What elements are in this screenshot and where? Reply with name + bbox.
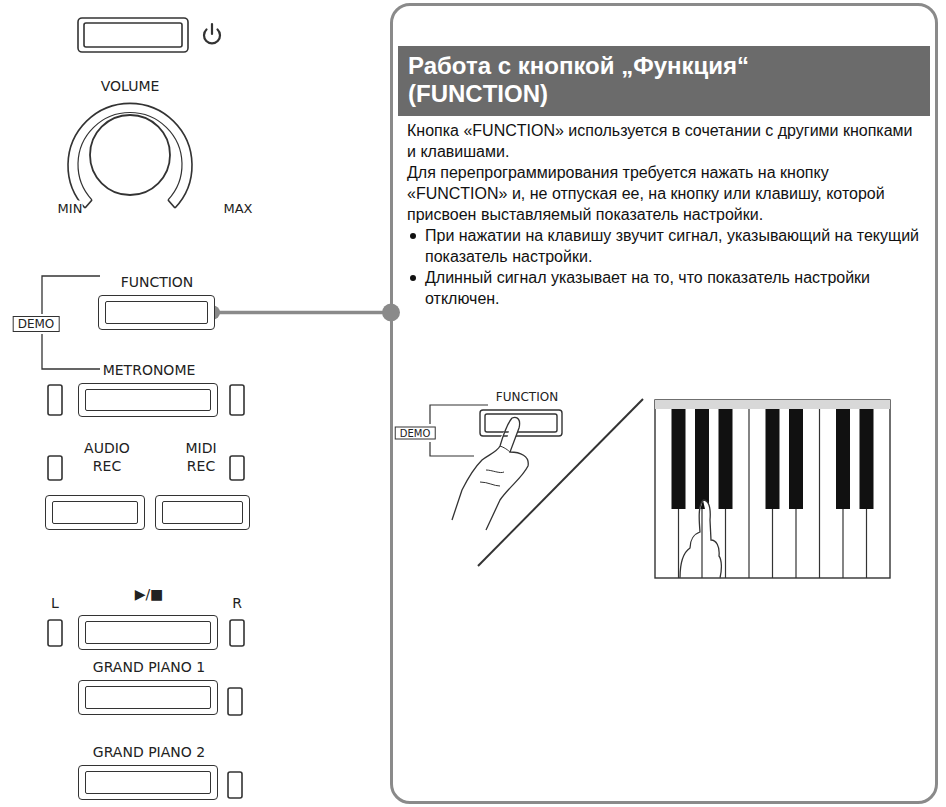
hand-fingers bbox=[480, 446, 510, 486]
volume-scale-outer bbox=[68, 103, 192, 208]
button-inner-outline bbox=[105, 301, 208, 324]
function-button bbox=[480, 410, 562, 436]
key-label-strip bbox=[655, 400, 890, 409]
control-label: R bbox=[232, 595, 242, 611]
button-label: GRAND PIANO 1 bbox=[49, 658, 249, 676]
body-text-line: При нажатии на клавишу звучит сигнал, ук… bbox=[425, 227, 919, 265]
panel-button: ▶/■ bbox=[78, 615, 218, 650]
volume-scale-inner bbox=[78, 113, 182, 200]
control-label: FUNCTION bbox=[496, 390, 558, 404]
led bbox=[48, 620, 62, 646]
function-button-inner bbox=[485, 414, 557, 432]
divider-line bbox=[478, 399, 643, 566]
button-label: GRAND PIANO 2 bbox=[49, 743, 249, 761]
body-text-line: Для перепрограммирования требуется нажат… bbox=[407, 164, 885, 223]
pressing-hand bbox=[452, 417, 528, 530]
keyboard-outline bbox=[655, 400, 890, 578]
callout-panel: Работа с кнопкой „Функция“ (FUNCTION) Кно… bbox=[390, 3, 938, 804]
panel-button: MIDI REC bbox=[155, 495, 250, 530]
panel-controls bbox=[42, 18, 244, 798]
body-text-line: Длинный сигнал указывает на то, что пока… bbox=[425, 269, 870, 307]
button-label: FUNCTION bbox=[57, 273, 257, 291]
button-inner-outline bbox=[52, 501, 138, 524]
body-text-line: Кнопка «FUNCTION» используется в сочетан… bbox=[407, 122, 913, 160]
power-button-inner bbox=[84, 23, 182, 47]
panel-button: METRONOME bbox=[78, 383, 218, 417]
black-key bbox=[695, 409, 709, 509]
panel-button: GRAND PIANO 1 bbox=[78, 680, 218, 715]
heading: Работа с кнопкой „Функция“ (FUNCTION) bbox=[408, 52, 808, 108]
button-inner-outline bbox=[162, 501, 243, 524]
bullet-dot bbox=[410, 275, 416, 281]
white-key-divider bbox=[748, 409, 749, 578]
paragraph: Для перепрограммирования требуется нажат… bbox=[407, 162, 923, 225]
power-button bbox=[78, 18, 188, 52]
body-text: Кнопка «FUNCTION» используется в сочетан… bbox=[407, 120, 923, 309]
led bbox=[48, 456, 62, 480]
black-key bbox=[836, 409, 850, 509]
demo-bracket bbox=[430, 442, 474, 456]
black-key bbox=[672, 409, 686, 509]
demo-bracket bbox=[42, 276, 100, 314]
button-label: METRONOME bbox=[49, 361, 249, 379]
control-label: L bbox=[51, 595, 59, 611]
paragraph: Кнопка «FUNCTION» используется в сочетан… bbox=[407, 120, 923, 162]
bullet-dot bbox=[410, 233, 416, 239]
panel-button: AUDIO REC bbox=[45, 495, 145, 530]
demo-bracket bbox=[42, 334, 100, 369]
bullet-item: Длинный сигнал указывает на то, что пока… bbox=[407, 267, 923, 309]
panel-button: FUNCTION bbox=[98, 295, 215, 330]
control-label: VOLUME bbox=[101, 78, 160, 94]
volume-knob bbox=[90, 115, 170, 195]
bullet-item: При нажатии на клавишу звучит сигнал, ук… bbox=[407, 225, 923, 267]
button-inner-outline bbox=[85, 621, 211, 644]
control-label: MIN bbox=[58, 201, 83, 216]
panel-button: GRAND PIANO 2 bbox=[78, 765, 218, 800]
button-inner-outline bbox=[85, 389, 211, 411]
led bbox=[230, 620, 244, 646]
black-key bbox=[719, 409, 733, 509]
button-label: AUDIO REC bbox=[79, 439, 135, 475]
led bbox=[228, 688, 242, 715]
black-key bbox=[766, 409, 780, 509]
button-inner-outline bbox=[85, 771, 211, 794]
demo-tag: DEMO bbox=[13, 316, 60, 332]
led bbox=[228, 772, 242, 798]
power-symbol bbox=[204, 24, 220, 43]
volume-scale-end bbox=[85, 200, 92, 208]
button-inner-outline bbox=[85, 686, 211, 709]
leader-connector bbox=[206, 304, 400, 322]
leader-line bbox=[215, 311, 391, 315]
control-label: MAX bbox=[223, 201, 252, 216]
function-illustration bbox=[430, 399, 643, 566]
black-key bbox=[789, 409, 803, 509]
keyboard bbox=[655, 400, 890, 578]
heading-band: Работа с кнопкой „Функция“ (FUNCTION) bbox=[398, 46, 930, 116]
demo-tag: DEMO bbox=[395, 427, 436, 440]
black-key bbox=[860, 409, 874, 509]
button-label: MIDI REC bbox=[177, 439, 225, 475]
led bbox=[230, 456, 244, 480]
button-label: ▶/■ bbox=[49, 585, 249, 603]
pressing-hand bbox=[680, 500, 721, 578]
white-key-divider bbox=[819, 409, 820, 578]
led bbox=[230, 385, 244, 415]
led bbox=[48, 385, 62, 415]
volume-scale-end bbox=[168, 200, 175, 208]
